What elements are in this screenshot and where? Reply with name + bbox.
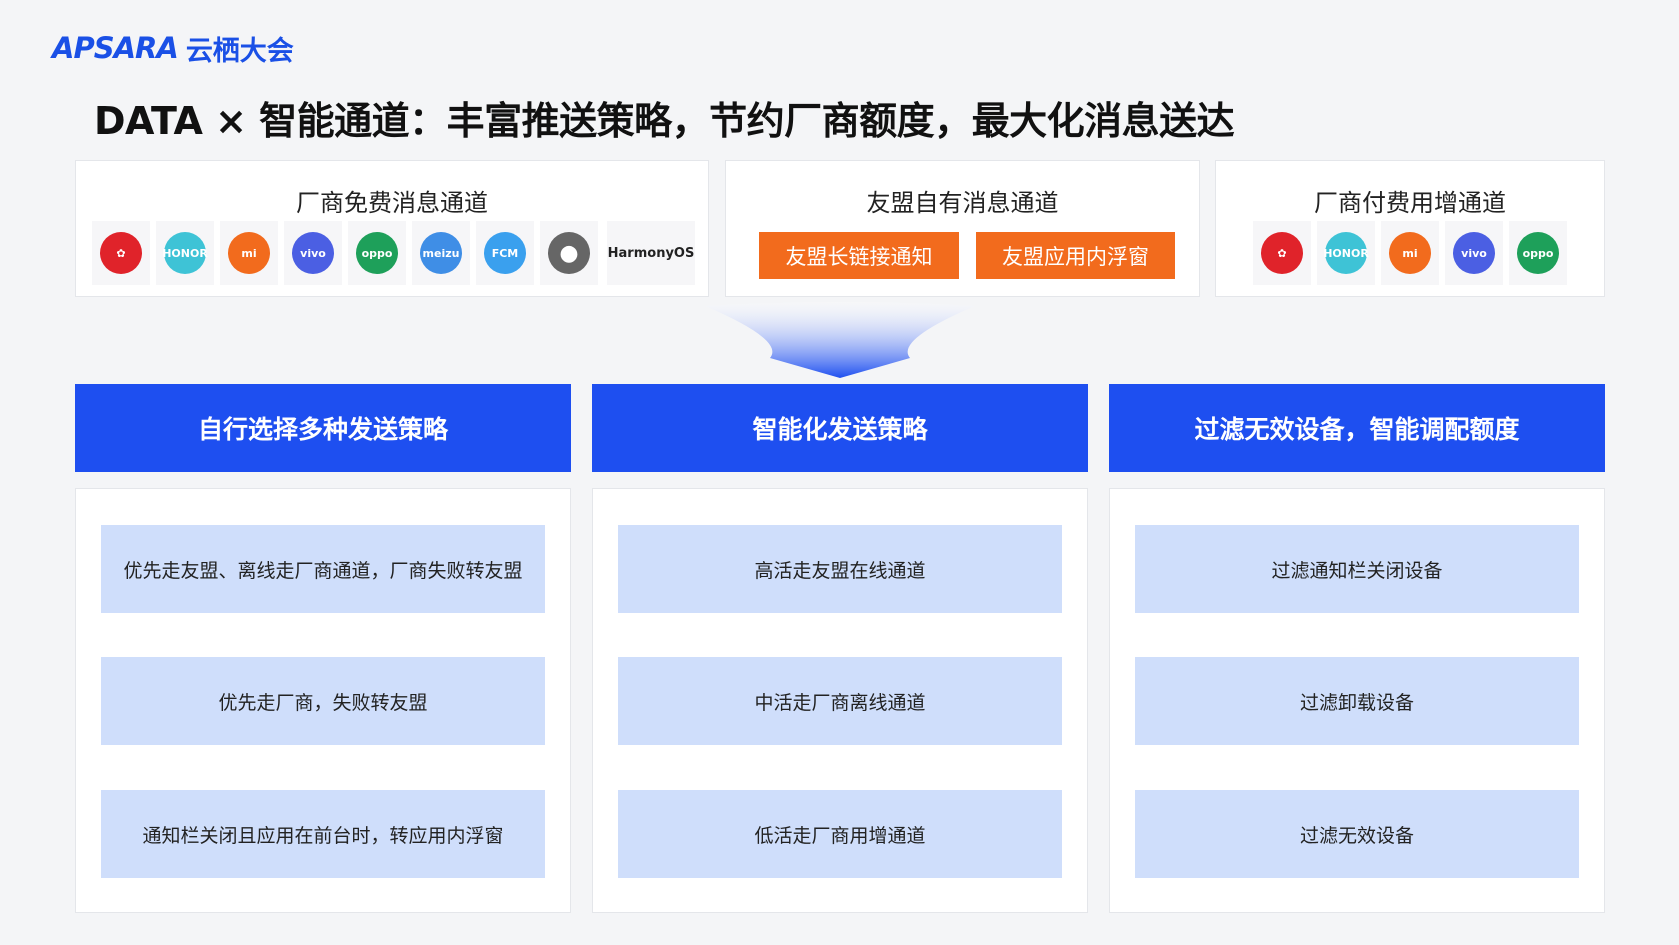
huawei-icon: ✿ xyxy=(1253,221,1311,285)
huawei-icon-badge: ✿ xyxy=(100,232,142,274)
own-channel-title: 友盟自有消息通道 xyxy=(866,189,1059,217)
apple-icon-badge: ● xyxy=(548,232,590,274)
vivo-icon-badge: vivo xyxy=(1453,232,1495,274)
apsara-logo: APSARA 云栖大会 xyxy=(52,30,294,67)
column-body-smart: 高活走友盟在线通道 中活走厂商离线通道 低活走厂商用增通道 xyxy=(592,488,1088,913)
in-app-popup-button[interactable]: 友盟应用内浮窗 xyxy=(976,232,1175,279)
long-link-notify-button[interactable]: 友盟长链接通知 xyxy=(759,232,959,279)
oppo-icon: oppo xyxy=(1509,221,1567,285)
page-title: DATA × 智能通道：丰富推送策略，节约厂商额度，最大化消息送达 xyxy=(94,99,1235,143)
xiaomi-icon-badge: mi xyxy=(1389,232,1431,274)
meizu-icon: meizu xyxy=(412,221,470,285)
honor-icon-badge: HONOR xyxy=(1323,232,1369,274)
honor-icon: HONOR xyxy=(156,221,214,285)
column-header-self-select: 自行选择多种发送策略 xyxy=(75,384,571,472)
column-header-smart: 智能化发送策略 xyxy=(592,384,1088,472)
huawei-icon-badge: ✿ xyxy=(1261,232,1303,274)
honor-icon-badge: HONOR xyxy=(162,232,208,274)
harmonyos-logo: HarmonyOS xyxy=(607,221,695,285)
oppo-icon-badge: oppo xyxy=(1517,232,1559,274)
huawei-icon: ✿ xyxy=(92,221,150,285)
own-channel-card: 友盟自有消息通道 友盟长链接通知 友盟应用内浮窗 xyxy=(725,160,1200,297)
logo-text-cn: 云栖大会 xyxy=(185,35,294,67)
strategy-item: 优先走厂商，失败转友盟 xyxy=(101,657,545,745)
apple-icon: ● xyxy=(540,221,598,285)
strategy-item: 过滤无效设备 xyxy=(1135,790,1579,878)
strategy-item: 过滤通知栏关闭设备 xyxy=(1135,525,1579,613)
vivo-icon-badge: vivo xyxy=(292,232,334,274)
down-arrow-icon xyxy=(705,302,975,378)
strategy-item: 通知栏关闭且应用在前台时，转应用内浮窗 xyxy=(101,790,545,878)
logo-text-en: APSARA xyxy=(52,31,179,65)
strategy-item: 低活走厂商用增通道 xyxy=(618,790,1062,878)
strategy-item: 高活走友盟在线通道 xyxy=(618,525,1062,613)
paid-channel-title: 厂商付费用增通道 xyxy=(1314,189,1506,217)
oppo-icon: oppo xyxy=(348,221,406,285)
column-body-filter: 过滤通知栏关闭设备 过滤卸载设备 过滤无效设备 xyxy=(1109,488,1605,913)
fcm-icon-badge: FCM xyxy=(484,232,526,274)
xiaomi-icon: mi xyxy=(220,221,278,285)
vivo-icon: vivo xyxy=(284,221,342,285)
column-header-filter: 过滤无效设备，智能调配额度 xyxy=(1109,384,1605,472)
strategy-item: 优先走友盟、离线走厂商通道，厂商失败转友盟 xyxy=(101,525,545,613)
xiaomi-icon: mi xyxy=(1381,221,1439,285)
fcm-icon: FCM xyxy=(476,221,534,285)
strategy-item: 中活走厂商离线通道 xyxy=(618,657,1062,745)
free-channel-title: 厂商免费消息通道 xyxy=(296,189,488,217)
xiaomi-icon-badge: mi xyxy=(228,232,270,274)
honor-icon: HONOR xyxy=(1317,221,1375,285)
meizu-icon-badge: meizu xyxy=(420,232,462,274)
column-body-self-select: 优先走友盟、离线走厂商通道，厂商失败转友盟 优先走厂商，失败转友盟 通知栏关闭且… xyxy=(75,488,571,913)
strategy-item: 过滤卸载设备 xyxy=(1135,657,1579,745)
oppo-icon-badge: oppo xyxy=(356,232,398,274)
vivo-icon: vivo xyxy=(1445,221,1503,285)
